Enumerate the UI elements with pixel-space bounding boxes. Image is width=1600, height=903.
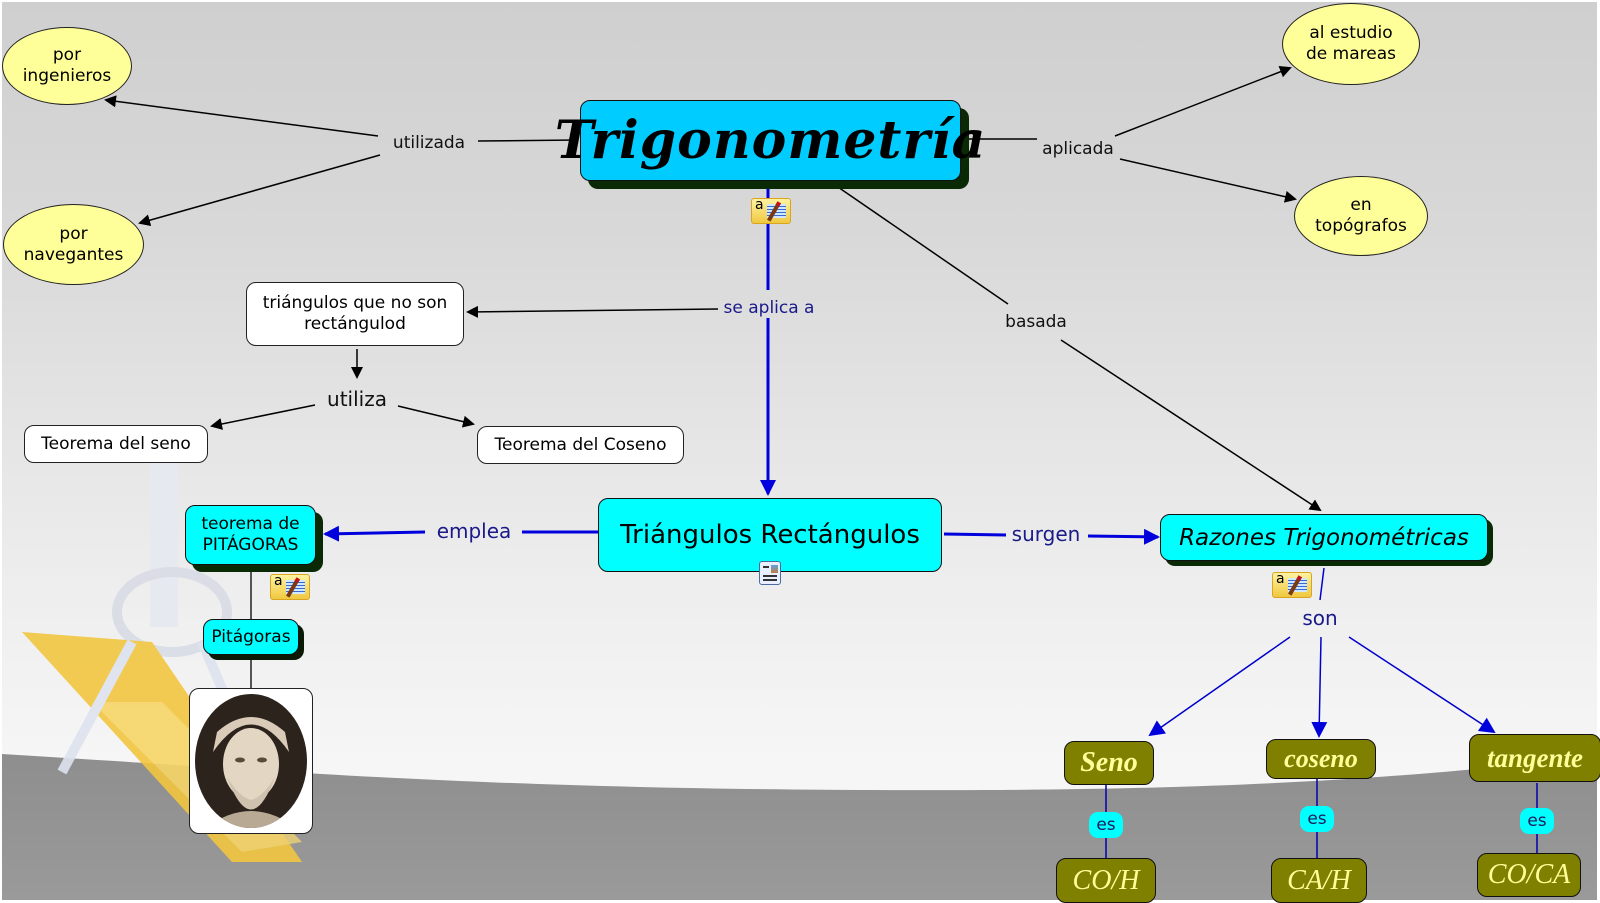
note-letter-glyph: a bbox=[274, 573, 283, 589]
node-text: Triángulos Rectángulos bbox=[620, 520, 920, 550]
link-son-seno bbox=[1148, 636, 1291, 737]
node-text: Seno bbox=[1080, 747, 1138, 778]
node-text-line: por bbox=[52, 45, 82, 65]
link-label-es-tangente[interactable]: es bbox=[1520, 808, 1554, 834]
node-text-line: PITÁGORAS bbox=[202, 535, 299, 555]
note-letter-glyph: a bbox=[755, 197, 764, 213]
portrait-image bbox=[195, 694, 307, 828]
link-text: es bbox=[1096, 815, 1116, 835]
link-basada-razones bbox=[1060, 339, 1322, 512]
node-coseno[interactable]: coseno bbox=[1266, 739, 1376, 779]
link-label-utilizada[interactable]: utilizada bbox=[392, 133, 466, 153]
link-trig-basada bbox=[834, 184, 1009, 305]
text-line-glyph bbox=[763, 566, 769, 568]
node-text-line: en bbox=[1350, 195, 1372, 215]
link-emplea-pitagoras bbox=[323, 525, 426, 542]
node-seno[interactable]: Seno bbox=[1064, 741, 1154, 785]
node-text-line: navegantes bbox=[23, 244, 124, 265]
node-text-line: ingenieros bbox=[22, 66, 112, 86]
node-co-h[interactable]: CO/H bbox=[1056, 858, 1156, 903]
annotation-note-icon[interactable]: a bbox=[270, 573, 310, 600]
node-text: Teorema del seno bbox=[41, 433, 191, 454]
note-letter-glyph: a bbox=[1276, 571, 1285, 587]
link-label-se-aplica-a[interactable]: se aplica a bbox=[723, 298, 815, 318]
link-text: es bbox=[1307, 809, 1327, 829]
link-utiliza-coseno bbox=[397, 405, 475, 428]
link-label-son[interactable]: son bbox=[1302, 606, 1338, 630]
node-text-line: al estudio bbox=[1309, 23, 1393, 43]
node-text: CO/H bbox=[1072, 864, 1140, 896]
link-son-tangente bbox=[1348, 636, 1496, 734]
node-trigonometria[interactable]: Trigonometría bbox=[555, 100, 985, 181]
link-son-coseno bbox=[1311, 636, 1328, 738]
node-text: Pitágoras bbox=[211, 627, 291, 647]
node-co-ca[interactable]: CO/CA bbox=[1477, 853, 1581, 897]
link-utilizada-ingenieros bbox=[104, 95, 379, 137]
node-text: coseno bbox=[1284, 744, 1358, 773]
node-text-line: por bbox=[59, 223, 88, 244]
link-label-aplicada[interactable]: aplicada bbox=[1042, 139, 1114, 159]
link-rect-surgen bbox=[943, 532, 1007, 537]
node-text-line: teorema de bbox=[201, 514, 300, 534]
node-text-line: de mareas bbox=[1306, 44, 1396, 64]
link-label-basada[interactable]: basada bbox=[1005, 312, 1067, 332]
text-line-glyph bbox=[763, 579, 777, 581]
link-label-es-seno[interactable]: es bbox=[1089, 812, 1123, 838]
pythagoras-portrait[interactable] bbox=[189, 688, 313, 834]
link-trig-utilizada bbox=[477, 139, 579, 142]
node-text-line: topógrafos bbox=[1315, 216, 1407, 236]
picture-glyph bbox=[771, 565, 778, 573]
link-label-emplea[interactable]: emplea bbox=[436, 519, 512, 543]
link-text: es bbox=[1527, 811, 1547, 831]
text-line-glyph bbox=[763, 575, 777, 577]
node-text: Teorema del Coseno bbox=[494, 434, 667, 455]
node-text-line: rectángulod bbox=[304, 314, 406, 334]
link-label-surgen[interactable]: surgen bbox=[1011, 522, 1081, 546]
annotation-note-icon[interactable]: a bbox=[751, 197, 791, 224]
annotation-note-icon[interactable]: a bbox=[1272, 571, 1312, 598]
node-teorema-del-seno[interactable]: Teorema del seno bbox=[24, 425, 208, 463]
link-razones-son bbox=[1319, 567, 1325, 601]
link-seaplica-norect bbox=[466, 305, 719, 318]
main-title-text: Trigonometría bbox=[554, 110, 987, 171]
node-tangente[interactable]: tangente bbox=[1469, 734, 1600, 782]
node-text: CO/CA bbox=[1487, 859, 1571, 890]
node-pitagoras[interactable]: Pitágoras bbox=[203, 619, 299, 655]
link-label-utiliza[interactable]: utiliza bbox=[327, 387, 387, 411]
link-label-es-coseno[interactable]: es bbox=[1300, 806, 1334, 832]
link-surgen-razones bbox=[1087, 528, 1160, 545]
node-text: Razones Trigonométricas bbox=[1179, 524, 1469, 551]
node-text-line: triángulos que no son bbox=[262, 293, 448, 313]
node-razones-trigonometricas[interactable]: Razones Trigonométricas bbox=[1160, 514, 1488, 561]
node-text: CA/H bbox=[1287, 864, 1351, 896]
image-resource-icon[interactable] bbox=[759, 561, 781, 585]
link-aplicada-mareas bbox=[1114, 66, 1292, 137]
node-ca-h[interactable]: CA/H bbox=[1271, 858, 1367, 903]
link-utilizada-navegantes bbox=[138, 154, 381, 227]
link-utiliza-seno bbox=[210, 404, 316, 430]
link-aplicada-topografos bbox=[1119, 158, 1297, 203]
node-text: tangente bbox=[1486, 742, 1583, 773]
node-teorema-del-coseno[interactable]: Teorema del Coseno bbox=[477, 426, 684, 464]
node-triangulos-rectangulos[interactable]: Triángulos Rectángulos bbox=[598, 498, 942, 572]
